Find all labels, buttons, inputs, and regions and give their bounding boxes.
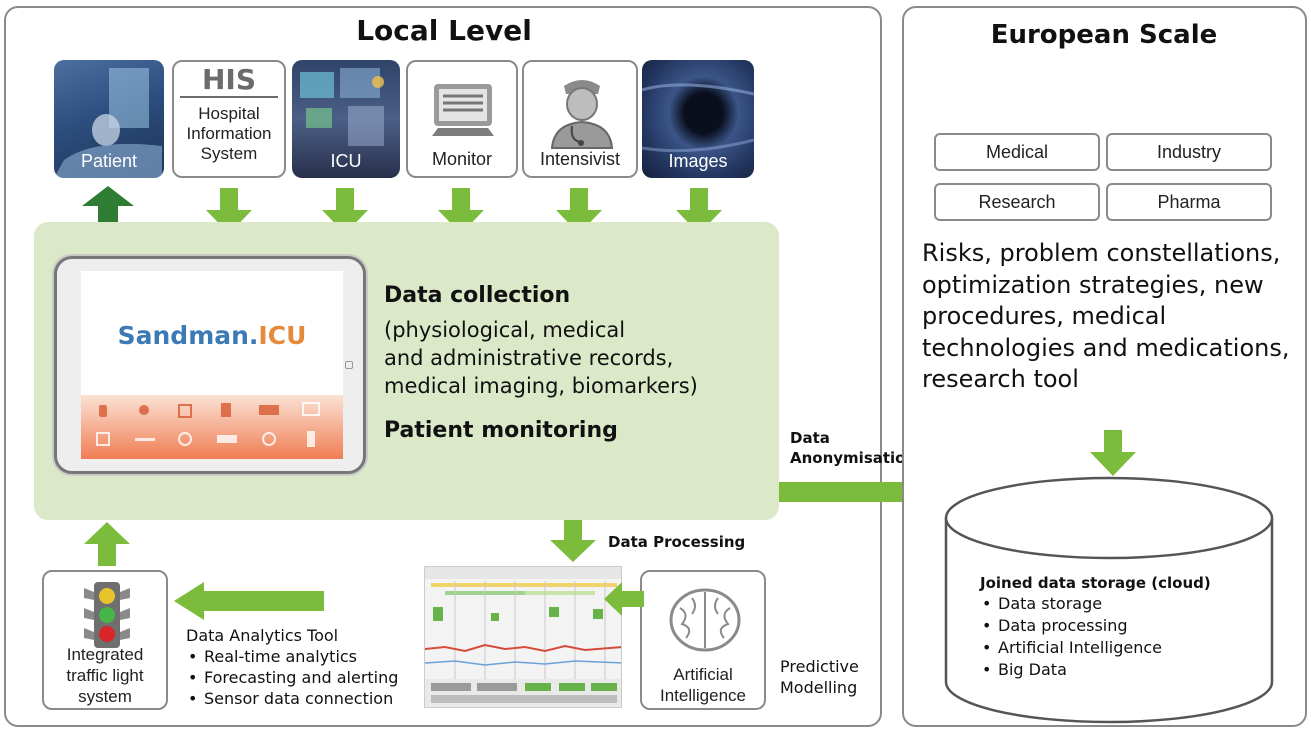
- european-scale-title: European Scale: [990, 20, 1218, 50]
- joined-storage-title: Joined data storage (cloud): [980, 574, 1211, 592]
- data-collection-title: Data collection: [384, 283, 571, 308]
- traffic-light-icon: [84, 582, 130, 648]
- his-logo: HIS: [180, 62, 278, 98]
- data-analytics-tool: Data Analytics Tool Real-time analytics …: [186, 625, 398, 709]
- his-down-arrow: [206, 188, 252, 234]
- tablet-home-button: [345, 361, 353, 369]
- analytics-item: Sensor data connection: [186, 688, 398, 709]
- traffic-light-label: Integrated traffic light system: [66, 645, 144, 706]
- green-light: [99, 607, 115, 623]
- intensivist-down-arrow: [556, 188, 602, 234]
- patient-photo: [54, 68, 162, 178]
- risks-down-arrow: [1090, 430, 1136, 476]
- category-pharma: Pharma: [1106, 183, 1272, 221]
- tablet-icon-bar: [81, 395, 343, 459]
- artificial-intelligence-label: Artificial Intelligence: [659, 665, 746, 705]
- sandman-logo: Sandman.ICU: [81, 321, 343, 350]
- icu-label: ICU: [330, 151, 362, 171]
- dashboard-graphic: [425, 567, 621, 707]
- joined-storage-text: Joined data storage (cloud) Data storage…: [980, 573, 1211, 681]
- analytics-item: Real-time analytics: [186, 646, 398, 667]
- predictive-modelling-label: Predictive Modelling: [780, 657, 859, 697]
- data-analytics-title: Data Analytics Tool: [186, 626, 339, 645]
- storage-item: Artificial Intelligence: [980, 637, 1211, 659]
- icu-photo: [300, 68, 384, 146]
- analytics-item: Forecasting and alerting: [186, 667, 398, 688]
- risks-text: Risks, problem constellations, optimizat…: [922, 239, 1290, 393]
- joined-storage-list: Data storage Data processing Artificial …: [980, 593, 1211, 681]
- monitor-down-arrow: [438, 188, 484, 234]
- monitor-tile: Monitor: [406, 60, 518, 178]
- storage-item: Data processing: [980, 615, 1211, 637]
- artificial-intelligence-box: Artificial Intelligence: [640, 570, 766, 710]
- sandman-tablet: Sandman.ICU: [54, 256, 366, 474]
- doctor-icon: [550, 80, 614, 149]
- traffic-light-box: Integrated traffic light system: [42, 570, 168, 710]
- red-light: [99, 626, 115, 642]
- dashboard-screenshot: [424, 566, 622, 708]
- his-tile: HIS Hospital Information System: [172, 60, 286, 178]
- intensivist-tile: Intensivist: [522, 60, 638, 178]
- local-level-title: Local Level: [356, 14, 532, 47]
- icu-down-arrow: [322, 188, 368, 234]
- brain-icon: [669, 588, 741, 652]
- monitor-icon: [432, 84, 494, 136]
- data-processing-label: Data Processing: [608, 533, 746, 551]
- monitor-label: Monitor: [431, 149, 493, 169]
- his-label: Hospital Information System: [186, 104, 272, 163]
- category-research: Research: [934, 183, 1100, 221]
- patient-tile: Patient: [54, 60, 164, 178]
- logo-part-sandman: Sandman.: [117, 321, 259, 350]
- storage-item: Data storage: [980, 593, 1211, 615]
- tablet-icons: [96, 402, 320, 447]
- ai-to-processing-arrow: [604, 582, 644, 616]
- icu-tile: ICU: [292, 60, 400, 178]
- intensivist-label: Intensivist: [539, 149, 621, 169]
- data-anonymisation-label: Data Anonymisation: [790, 429, 917, 467]
- category-medical: Medical: [934, 133, 1100, 171]
- images-label: Images: [668, 151, 728, 171]
- data-processing-arrow: [550, 520, 596, 562]
- data-analytics-list: Real-time analytics Forecasting and aler…: [186, 646, 398, 709]
- data-collection-body: (physiological, medical and administrati…: [384, 318, 698, 398]
- category-industry: Industry: [1106, 133, 1272, 171]
- traffic-light-up-arrow: [84, 522, 130, 566]
- images-down-arrow: [676, 188, 722, 234]
- analytics-to-traffic-arrow: [174, 582, 324, 620]
- tablet-screen: Sandman.ICU: [81, 271, 343, 459]
- storage-item: Big Data: [980, 659, 1211, 681]
- amber-light: [99, 588, 115, 604]
- patient-monitoring-title: Patient monitoring: [384, 418, 618, 443]
- patient-label: Patient: [80, 151, 138, 171]
- logo-part-icu: ICU: [258, 321, 307, 350]
- images-tile: Images: [642, 60, 754, 178]
- ultrasound-image: [642, 83, 754, 153]
